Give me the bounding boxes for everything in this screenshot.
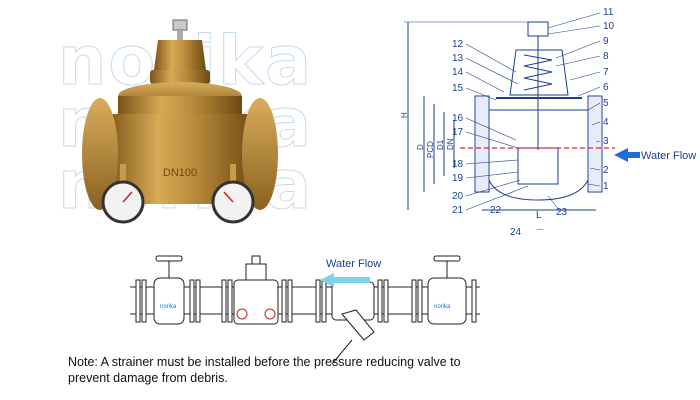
callout-label: 13 [452, 53, 464, 64]
dim-dn: DN [446, 138, 455, 150]
body-marking: DN100 [163, 167, 197, 179]
callout-label: 14 [452, 67, 464, 78]
callout-label: 3 [603, 136, 609, 147]
callout-label: 5 [603, 98, 609, 109]
logo-tag: norika [434, 304, 451, 310]
callout-label: 11 [603, 7, 614, 18]
strainer-note: Note: A strainer must be installed befor… [68, 355, 461, 385]
logo-tag: norika [160, 304, 177, 310]
flow-arrow-icon [320, 273, 370, 287]
outlet-gauge [211, 164, 255, 224]
callout-label: 15 [452, 83, 464, 94]
callout-label: 17 [452, 127, 464, 138]
callout-label: 18 [452, 159, 464, 170]
callout-label: 4 [603, 117, 609, 128]
callout-label: 24 [510, 227, 522, 238]
callout-label: 19 [452, 173, 464, 184]
dim-d: D [416, 144, 425, 150]
callout-label: 1 [603, 181, 609, 192]
dim-l: L [536, 210, 542, 221]
strainer-icon [331, 281, 375, 341]
callout-label: 7 [603, 67, 609, 78]
callout-label: 8 [603, 51, 609, 62]
dim-pcd: PCD [426, 141, 435, 158]
callout-label: 9 [603, 36, 609, 47]
sectional-drawing [404, 12, 640, 230]
callout-label: 6 [603, 82, 609, 93]
gate-valve-icon [153, 255, 185, 325]
callout-label: 23 [556, 207, 568, 218]
valve-photo: DN100 [82, 19, 278, 224]
callout-label: 10 [603, 21, 615, 32]
installation-diagram: norika norika [130, 255, 480, 365]
dim-h: H [400, 112, 409, 118]
callout-label: 22 [490, 205, 502, 216]
pressure-reducing-valve-icon [233, 255, 279, 325]
callout-label: 2 [603, 165, 609, 176]
flow-arrow-icon [614, 148, 640, 162]
callout-label: 12 [452, 39, 464, 50]
callout-label: 20 [452, 191, 464, 202]
gate-valve-icon [427, 255, 467, 325]
callout-label: 21 [452, 205, 464, 216]
inlet-gauge [101, 164, 145, 224]
installation-flow-label: Water Flow [326, 258, 382, 270]
dim-d1: D1 [436, 139, 445, 150]
sectional-flow-label: Water Flow [641, 150, 697, 162]
callout-label: 16 [452, 113, 464, 124]
